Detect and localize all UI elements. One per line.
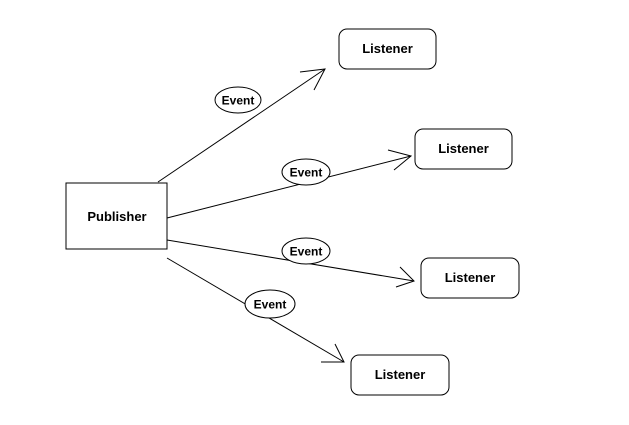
listener-node-1[interactable]: Listener: [338, 28, 437, 70]
listener-node-3[interactable]: Listener: [420, 257, 520, 299]
event-label: Event: [290, 166, 323, 180]
arrowhead-icon: [387, 149, 413, 171]
arrowhead-icon: [299, 68, 326, 91]
edge-line: [166, 155, 412, 219]
event-3[interactable]: Event: [281, 237, 331, 265]
listener-label: Listener: [438, 141, 489, 156]
listener-label: Listener: [445, 270, 496, 285]
edge-to-listener-1: [157, 68, 326, 183]
event-ellipse: [244, 289, 296, 319]
event-1[interactable]: Event: [214, 86, 262, 114]
event-ellipse: [281, 237, 331, 265]
listener-box: [414, 128, 513, 170]
event-4[interactable]: Event: [244, 289, 296, 319]
listener-box: [350, 354, 450, 396]
listener-label: Listener: [362, 41, 413, 56]
edges: [157, 68, 415, 363]
publisher-label: Publisher: [87, 209, 146, 224]
listener-node-2[interactable]: Listener: [414, 128, 513, 170]
edge-line: [157, 68, 326, 183]
listener-node-4[interactable]: Listener: [350, 354, 450, 396]
event-ellipse: [281, 158, 331, 186]
listener-box: [420, 257, 520, 299]
listener-box: [338, 28, 437, 70]
arrowhead-icon: [321, 343, 345, 363]
listener-label: Listener: [375, 367, 426, 382]
publisher-box: [65, 182, 168, 250]
event-label: Event: [222, 94, 255, 108]
edge-to-listener-2: [166, 149, 413, 219]
event-ellipse: [214, 86, 262, 114]
arrowhead-icon: [395, 266, 415, 288]
event-label: Event: [290, 245, 323, 259]
event-label: Event: [254, 298, 287, 312]
publisher-node[interactable]: Publisher: [65, 182, 168, 250]
event-2[interactable]: Event: [281, 158, 331, 186]
